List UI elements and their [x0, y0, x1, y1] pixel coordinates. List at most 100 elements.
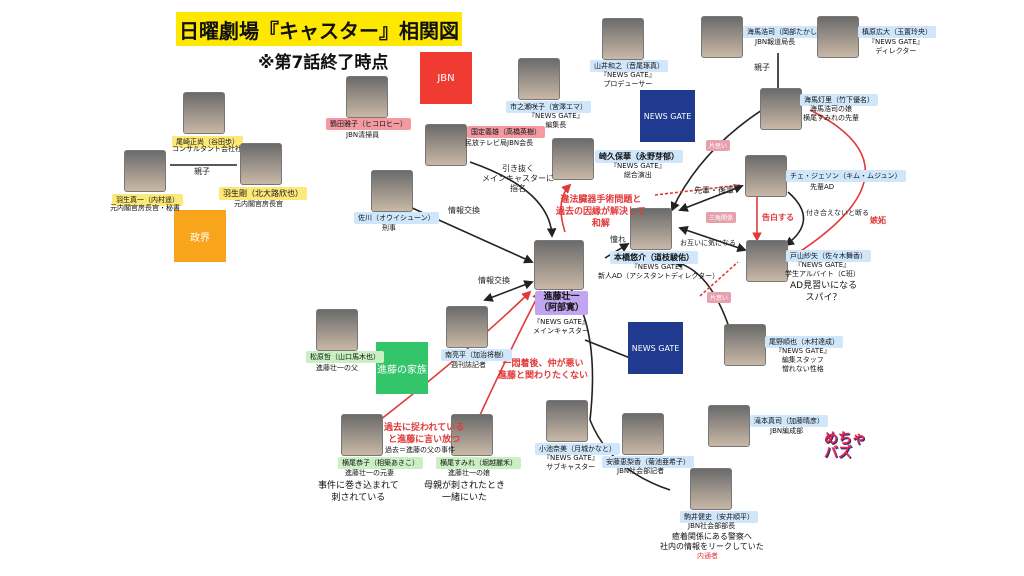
yamai-photo	[602, 18, 644, 60]
edge-kataomoi-1	[654, 184, 741, 196]
habu-takeshi-name: 羽生剛（北大路欣也）	[219, 187, 307, 200]
yokoo-sumire-desc: 進藤壮一の娘	[448, 469, 490, 477]
edge-tsukiai-label: 付き合えないと断る	[806, 209, 869, 217]
choi-desc: 先輩AD	[810, 183, 835, 191]
yokoo-sumire-photo	[451, 414, 493, 456]
saeki-name: 佐川（オウイシューン）	[354, 212, 439, 224]
edge-akogare-label: 憧れ	[610, 235, 626, 244]
kuwahara-photo	[817, 16, 859, 58]
minami-name: 南亮平（加治将樹）	[441, 349, 512, 361]
komai-note: 癒着関係にある警察へ 社内の情報をリークしていた	[660, 532, 764, 551]
sakikubo-red-note: 違法臓器手術問題と 過去の因縁が解決して 和解	[556, 195, 646, 229]
kuwahara-desc: 『NEWS GATE』 ディレクター	[868, 38, 924, 55]
habu-takeshi-photo	[240, 143, 282, 185]
sumire-red-note: 一悶着後、仲が悪い 進藤と関わりたくない	[498, 359, 589, 381]
toyama-photo	[746, 240, 788, 282]
choi-name: チェ・ジェソン（キム・ムジュン）	[786, 170, 906, 182]
shindo-name: 進藤壮一 （阿部寛）	[535, 291, 589, 315]
tsukiko-desc: JBN清掃員	[346, 131, 380, 139]
edge-shitto-label: 嫉妬	[870, 216, 886, 225]
kaibara-akari-name: 海馬灯里（竹下優名）	[800, 94, 878, 106]
ichinose-name: 市之瀬咲子（宮澤エマ）	[506, 101, 591, 113]
koike-photo	[546, 400, 588, 442]
yokoo-kyoko-photo	[341, 414, 383, 456]
sakikubo-desc: 『NEWS GATE』 総合演出	[610, 162, 666, 179]
edge-ono-honbashi	[673, 259, 731, 331]
diagram-subtitle: ※第7話終了時点	[258, 53, 389, 73]
komai-red-note: 内通者	[697, 552, 718, 560]
yokoo-kyoko-name: 横尾恭子（相築あきこ）	[338, 457, 423, 469]
newsgate-box-top: NEWS GATE	[640, 90, 695, 142]
jbn-box: JBN	[420, 52, 472, 104]
edge-jouhou-minami-label: 情報交換	[478, 276, 510, 285]
toyama-desc: 『NEWS GATE』 学生アルバイト（C班）	[785, 261, 860, 278]
edge-tsukiai	[784, 191, 805, 247]
honbashi-name: 本橋悠介（道枝駿佑）	[610, 251, 698, 264]
kaibara-desc: JBN報道局長	[755, 38, 796, 46]
tag-kataomoi-1: 片思い	[706, 140, 731, 151]
edge-oyako-kaibara-label: 親子	[754, 63, 770, 72]
kaibara-name: 海馬浩司（岡部たかし）	[743, 26, 828, 38]
mechabuzz-logo-text: めちゃ バズ	[824, 431, 866, 461]
mechabuzz-logo: めちゃ バズ	[824, 432, 866, 460]
kunii-desc: 民放テレビ局JBN会長	[465, 139, 534, 147]
edge-senpai-label: 先輩・後輩	[694, 186, 734, 195]
ichinose-photo	[518, 58, 560, 100]
komai-desc: JBN社会部部長	[688, 522, 736, 530]
ando-name: 安藤恵梨香（菊池亜希子）	[602, 456, 694, 468]
diagram-title: 日曜劇場『キャスター』相関図	[176, 12, 462, 46]
shindo-family-box: 進藤の家族	[376, 342, 428, 394]
saeki-desc: 刑事	[382, 224, 396, 232]
ono-photo	[724, 324, 766, 366]
honbashi-desc: 『NEWS GATE』 新人AD（アシスタントディレクター）	[598, 263, 720, 280]
kunii-name: 国定義雄（高橋英樹）	[467, 126, 545, 138]
omi-name: 尾崎正尚（谷田歩）	[172, 136, 243, 148]
omi-desc: コンサルタント会社社長	[172, 145, 249, 153]
shindo-desc: 『NEWS GATE』 メインキャスター	[533, 318, 589, 335]
yokoo-kyoko-note: 事件に巻き込まれて 刺されている	[318, 481, 399, 503]
matsuhara-photo	[316, 309, 358, 351]
kunii-photo	[425, 124, 467, 166]
edge-kataomoi-2	[699, 261, 739, 297]
tsukiko-name: 鶴田雅子（ヒコロヒー）	[326, 118, 411, 130]
saeki-photo	[371, 170, 413, 212]
edge-jouhou-minami	[483, 280, 534, 302]
kyoko-past-note: 過去＝進藤の父の事件	[385, 446, 455, 454]
yokoo-kyoko-desc: 進藤壮一の元妻	[345, 469, 394, 477]
toyama-extra: AD見習いになる スパイ？	[790, 281, 858, 303]
tsukiko-photo	[346, 76, 388, 118]
sakikubo-photo	[552, 138, 594, 180]
koike-name: 小池奈美（月城かなと）	[535, 443, 620, 455]
habu-shinichi-photo	[124, 150, 166, 192]
takimoto-photo	[708, 405, 750, 447]
minami-desc: 週刊誌記者	[451, 361, 486, 369]
kaibara-photo	[701, 16, 743, 58]
edge-jouhou-saeki-label: 情報交換	[448, 206, 480, 215]
edge-otagai-label: お互いに気になる	[680, 239, 736, 247]
kyoko-red-note: 過去に捉われている と進藤に言い放つ	[384, 423, 465, 445]
edge-sakikubo-shindo	[560, 183, 572, 233]
koike-desc: 『NEWS GATE』 サブキャスター	[543, 454, 599, 471]
edge-hikinuki-label: 引き抜く メインキャスターに 指名	[482, 164, 554, 193]
kaibara-akari-desc: 海馬浩司の娘 横尾すみれの先輩	[803, 105, 859, 122]
matsuhara-name: 松原哲（山口馬木也）	[306, 351, 384, 363]
ando-desc: JBN社会部記者	[617, 467, 665, 475]
honbashi-photo	[630, 208, 672, 250]
komai-name: 駒井健史（安井順平）	[680, 511, 758, 523]
ono-name: 尾野順也（木村達成）	[765, 336, 843, 348]
minami-photo	[446, 306, 488, 348]
newsgate-box-bottom: NEWS GATE	[628, 322, 683, 374]
takimoto-name: 滝本真司（加藤晴彦）	[750, 415, 828, 427]
ichinose-desc: 『NEWS GATE』 編集長	[528, 112, 584, 129]
habu-shinichi-name: 羽生真一（内村遥）	[112, 194, 183, 206]
edge-oyako-habu-label: 親子	[194, 167, 210, 176]
yamai-desc: 『NEWS GATE』 プロデューサー	[600, 71, 656, 88]
tag-kataomoi-2: 片思い	[707, 292, 732, 303]
matsuhara-desc: 進藤壮一の父	[316, 364, 358, 372]
edge-otagai	[678, 225, 747, 253]
omi-photo	[183, 92, 225, 134]
yokoo-sumire-note: 母親が刺されたとき 一緒にいた	[424, 481, 506, 503]
ono-desc: 『NEWS GATE』 編集スタッフ 憎れない性格	[775, 347, 831, 373]
toyama-name: 戸山紗矢（佐々木舞香）	[786, 250, 871, 262]
